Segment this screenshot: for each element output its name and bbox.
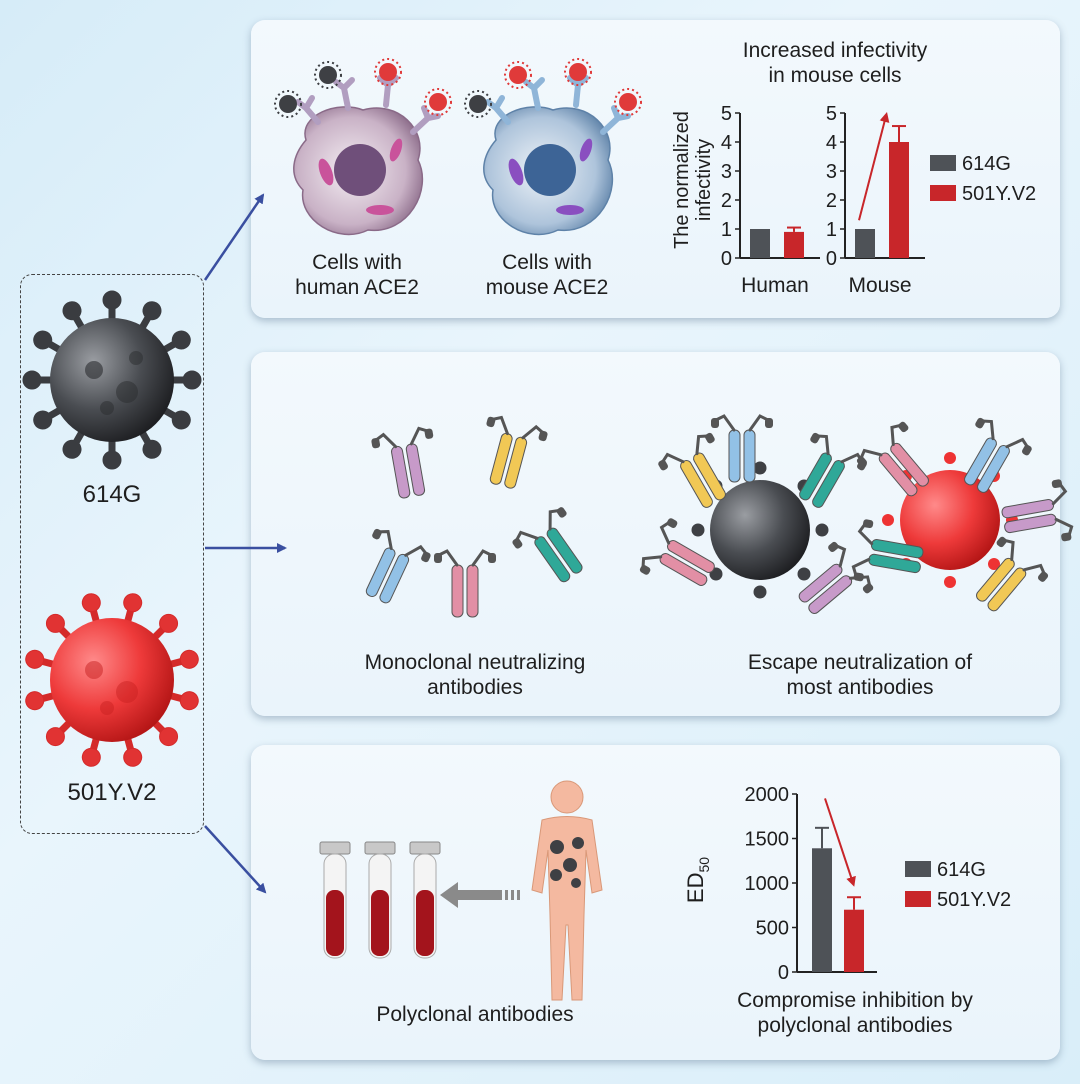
escape-antibody-yellow-icon (658, 432, 726, 508)
chart1-ytick-label: 0 (826, 248, 837, 270)
chart1-ytick-label: 1 (721, 219, 732, 241)
escape-antibody-yellow2-icon (976, 536, 1049, 612)
chart1-ytick-label: 4 (826, 132, 837, 154)
chart1-ytick-label: 4 (721, 132, 732, 154)
human-body-icon (531, 780, 603, 1001)
gray-left-arrow-icon (440, 882, 520, 908)
escape-antibody-pink-icon (639, 518, 715, 586)
chart1-legend-swatch (930, 155, 956, 171)
antibody-blue-icon (365, 528, 431, 604)
chart1-ytick-label: 2 (826, 190, 837, 212)
escape-antibody-purple2-icon (1001, 479, 1074, 542)
chart1-group-label: Human (741, 274, 809, 297)
antibody-teal-icon (512, 507, 583, 583)
chart1-ytick-label: 5 (826, 103, 837, 125)
chart2-ytick-label: 1000 (745, 873, 790, 895)
ed50-chart: ED50 0 500 1000 1500 2000 614G 501Y.V2 (683, 784, 1011, 984)
chart1-trend-arrow (858, 112, 890, 221)
chart2-bar (812, 848, 832, 972)
chart1-bar (889, 142, 909, 258)
variant-group-box (20, 274, 204, 834)
escape-label: Escape neutralization of most antibodies (747, 651, 973, 699)
virion-grey-small-icon (274, 90, 302, 118)
chart2-ytick-label: 0 (778, 962, 789, 984)
antibody-yellow-icon (486, 415, 548, 489)
chart2-trend-arrow (824, 798, 856, 887)
escape-antibody-blue2-icon (964, 417, 1032, 493)
variant-614g-label: 614G (82, 481, 142, 508)
variant-501y-v2-label: 501Y.V2 (67, 779, 157, 806)
chart2-ylabel: ED50 (683, 857, 712, 903)
polyclonal-label: Polyclonal antibodies (376, 1003, 574, 1026)
chart2-legend-label: 614G (937, 859, 986, 881)
escape-antibody-teal2-icon (851, 519, 924, 582)
human-ace2-label: Cells with human ACE2 (295, 251, 419, 299)
chart1-ytick-label: 5 (721, 103, 732, 125)
blood-tubes-icon (319, 841, 441, 959)
chart1-legend-label: 501Y.V2 (962, 183, 1036, 205)
chart1-bar (855, 229, 875, 258)
escape-antibody-pink2-icon (856, 421, 929, 497)
antibody-purple-icon (371, 426, 434, 499)
chart2-caption: Compromise inhibition by polyclonal anti… (737, 989, 973, 1037)
chart1-ytick-label: 1 (826, 219, 837, 241)
virus-501y-v2-icon (25, 593, 199, 767)
chart1-bar (750, 229, 770, 258)
chart2-legend-swatch (905, 891, 931, 907)
chart2-ytick-label: 500 (756, 918, 789, 940)
monoclonal-label: Monoclonal neutralizing antibodies (364, 651, 586, 699)
mouse-ace2-cell-icon (464, 58, 642, 236)
mouse-ace2-label: Cells with mouse ACE2 (485, 251, 609, 299)
chart2-bar (844, 909, 864, 972)
chart1-legend-label: 614G (962, 153, 1011, 175)
chart1-ytick-label: 3 (826, 161, 837, 183)
chart1-group-label: Mouse (848, 274, 911, 297)
escape-antibody-blue-icon (711, 414, 773, 483)
escape-neutralization-illustration (639, 414, 1074, 614)
chart1-ytick-label: 0 (721, 248, 732, 270)
antibody-pink-icon (434, 549, 496, 618)
virus-614g-icon (22, 290, 202, 470)
chart2-ytick-label: 2000 (745, 784, 790, 806)
chart1-legend-swatch (930, 185, 956, 201)
human-ace2-cell-icon (274, 58, 452, 236)
chart1-ylabel: The normalizedinfectivity (671, 111, 715, 249)
chart2-legend-swatch (905, 861, 931, 877)
monoclonal-antibodies-illustration (365, 415, 583, 618)
chart2-legend-label: 501Y.V2 (937, 889, 1011, 911)
chart1-title: Increased infectivity in mouse cells (742, 39, 928, 87)
chart2-ytick-label: 1500 (745, 829, 790, 851)
chart1-ytick-label: 2 (721, 190, 732, 212)
chart1-ytick-label: 3 (721, 161, 732, 183)
chart1-bar (784, 231, 804, 258)
